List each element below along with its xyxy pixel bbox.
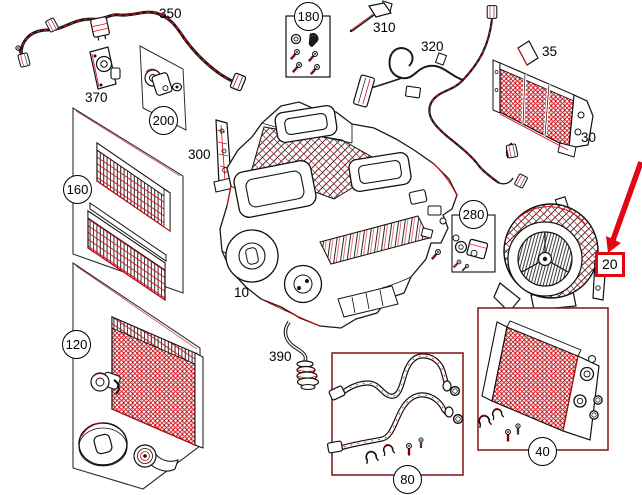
part-30-electric-heater — [492, 59, 594, 158]
part-390-drain-hose — [283, 320, 320, 391]
callout-30[interactable]: 30 — [581, 130, 597, 145]
callout-320[interactable]: 320 — [421, 39, 444, 54]
callout-180[interactable]: 180 — [294, 2, 323, 31]
callout-200[interactable]: 200 — [149, 106, 178, 135]
group-box-200-actuator — [139, 45, 187, 131]
callout-10[interactable]: 10 — [234, 285, 250, 300]
callout-370[interactable]: 370 — [85, 90, 108, 105]
callout-35[interactable]: 35 — [542, 44, 558, 59]
callout-310[interactable]: 310 — [373, 20, 396, 35]
callout-280[interactable]: 280 — [459, 200, 488, 229]
callout-120[interactable]: 120 — [62, 330, 91, 359]
part-310-temperature-sensor — [349, 0, 393, 33]
part-320-wiring-harness — [353, 5, 529, 189]
callout-390[interactable]: 390 — [269, 349, 292, 364]
group-box-40-heater-core — [476, 307, 609, 451]
callout-80[interactable]: 80 — [393, 465, 422, 494]
part-20-blower-motor — [493, 196, 607, 313]
highlight-arrow — [606, 161, 642, 253]
callout-350[interactable]: 350 — [159, 6, 182, 21]
part-10-hvac-housing — [219, 101, 458, 329]
callout-20-highlighted[interactable]: 20 — [595, 252, 625, 277]
group-box-80-hoses — [326, 352, 464, 476]
callout-160[interactable]: 160 — [63, 175, 92, 204]
callout-300[interactable]: 300 — [188, 147, 211, 162]
part-370-actuator-motor — [89, 46, 121, 90]
group-box-160-filters — [72, 107, 184, 302]
group-box-120-evaporator — [72, 261, 204, 490]
part-35-insulation-pad — [517, 40, 539, 66]
callout-40[interactable]: 40 — [528, 437, 557, 466]
part-350-wiring-harness — [14, 10, 247, 92]
